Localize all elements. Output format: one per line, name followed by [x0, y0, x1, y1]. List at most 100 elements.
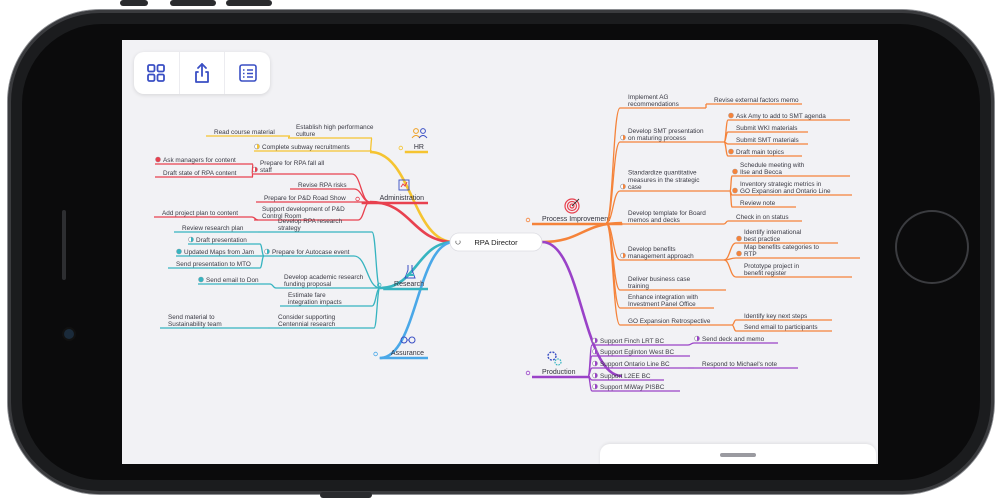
node-label[interactable]: Ask Amy to add to SMT agenda: [736, 113, 826, 120]
branch-production-connector: [541, 240, 623, 378]
progress-ring-icon: [355, 196, 360, 202]
node-label[interactable]: Revise RPA risks: [298, 182, 347, 189]
node-label[interactable]: Support Ontario Line BC: [600, 361, 670, 368]
connector: [587, 375, 593, 392]
node-label[interactable]: Draft state of RPA content: [163, 170, 237, 177]
root-label[interactable]: RPA Director: [474, 238, 518, 247]
mind-map-canvas[interactable]: RPA Director HR Establish high performance…: [122, 40, 878, 464]
task-checkbox[interactable]: [728, 148, 734, 155]
task-checkbox[interactable]: [736, 250, 742, 257]
node-label[interactable]: Identify key next steps: [744, 313, 807, 320]
node-label[interactable]: Submit SMT materials: [736, 137, 799, 144]
connector: [373, 287, 381, 329]
node-label[interactable]: Complete subway recruitments: [262, 144, 350, 151]
node-label[interactable]: Support L2EE BC: [600, 373, 651, 380]
task-checkbox[interactable]: [264, 248, 270, 255]
home-button[interactable]: [897, 212, 967, 282]
task-checkbox[interactable]: [620, 252, 626, 259]
node-label[interactable]: Support Finch LRT BC: [600, 338, 664, 345]
connector: [731, 324, 737, 332]
node-label[interactable]: Submit WKI materials: [736, 125, 797, 132]
task-checkbox[interactable]: [176, 248, 182, 255]
branch-hr-connector: [369, 150, 455, 244]
node-label[interactable]: Support Eglinton West BC: [600, 349, 675, 356]
task-checkbox[interactable]: [592, 337, 598, 344]
task-checkbox[interactable]: [592, 348, 598, 355]
task-checkbox[interactable]: [155, 156, 161, 163]
node-label[interactable]: Draft presentation: [196, 237, 247, 244]
task-checkbox[interactable]: [254, 143, 260, 150]
connector: [259, 243, 265, 257]
root-node[interactable]: [449, 232, 543, 252]
branch-label-production[interactable]: Production: [542, 369, 576, 376]
task-checkbox[interactable]: [732, 168, 738, 175]
task-checkbox[interactable]: [592, 372, 598, 379]
node-label[interactable]: Check in on status: [736, 214, 789, 221]
sheet-drag-handle[interactable]: [720, 453, 756, 457]
node-label[interactable]: Review research plan: [182, 225, 244, 232]
task-checkbox[interactable]: [694, 335, 700, 342]
connector: [605, 222, 621, 326]
branch-label-administration[interactable]: Administration: [380, 195, 424, 202]
node-label[interactable]: Respond to Michael's note: [702, 361, 778, 368]
bottom-sheet[interactable]: [600, 444, 876, 464]
outline-button[interactable]: [225, 52, 270, 94]
task-checkbox[interactable]: [592, 383, 598, 390]
branch-label-assurance[interactable]: Assurance: [391, 350, 424, 357]
task-checkbox[interactable]: [732, 187, 738, 194]
grid-button[interactable]: [134, 52, 180, 94]
branch-label-research[interactable]: Research: [394, 281, 424, 288]
connector: [687, 342, 695, 346]
branch-label-hr[interactable]: HR: [414, 144, 424, 151]
node-label[interactable]: Prepare for Autocase event: [272, 249, 350, 256]
connector: [723, 259, 737, 278]
connector: [357, 201, 371, 221]
node-label[interactable]: Updated Maps from Jam: [184, 249, 254, 256]
volume-down-button: [226, 0, 272, 6]
task-checkbox[interactable]: [592, 360, 598, 367]
task-checkbox[interactable]: [620, 134, 626, 141]
node-label[interactable]: GO Expansion Retrospective: [628, 318, 711, 325]
node-label[interactable]: Revise external factors memo: [714, 97, 799, 104]
node-label[interactable]: Send presentation to MTO: [176, 261, 251, 268]
branch-label-process_improvement[interactable]: Process Improvement: [542, 216, 610, 223]
node-label[interactable]: Prepare for P&D Road Show: [264, 195, 346, 202]
node-label[interactable]: Review note: [740, 200, 776, 207]
task-checkbox[interactable]: [198, 276, 204, 283]
node-label[interactable]: Ask managers for content: [163, 157, 236, 164]
task-checkbox[interactable]: [620, 183, 626, 190]
node-label[interactable]: Draft main topics: [736, 149, 784, 156]
node-label[interactable]: Add project plan to content: [162, 210, 238, 217]
task-checkbox[interactable]: [728, 112, 734, 119]
task-checkbox[interactable]: [252, 166, 258, 173]
task-checkbox[interactable]: [188, 236, 194, 243]
node-label[interactable]: Send deck and memo: [702, 336, 765, 343]
task-checkbox[interactable]: [736, 235, 742, 242]
node-label[interactable]: Read course material: [214, 129, 275, 136]
glasses-icon: [400, 336, 416, 344]
node-label[interactable]: Support MiWay PISBC: [600, 384, 665, 391]
share-button[interactable]: [180, 52, 226, 94]
node-label[interactable]: Send email to participants: [744, 324, 818, 331]
node-label[interactable]: Send email to Don: [206, 277, 259, 284]
